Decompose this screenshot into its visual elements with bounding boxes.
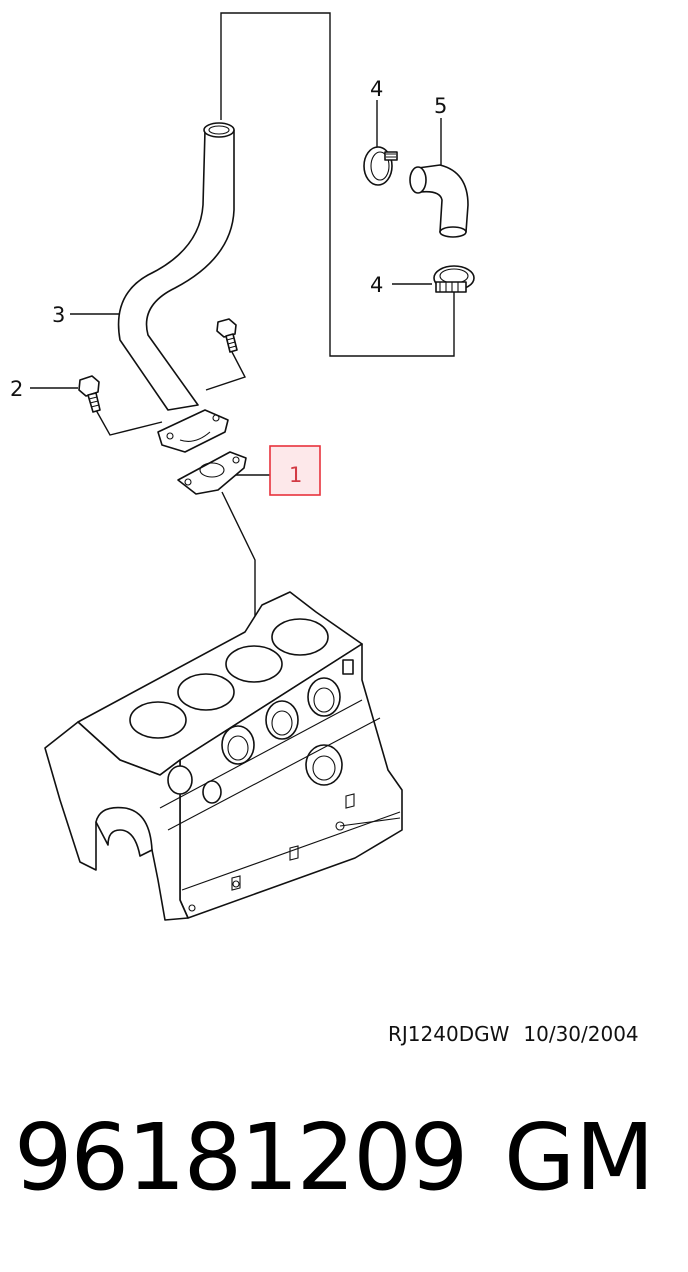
- clamp-part: [433, 265, 475, 293]
- manufacturer-name: GM: [504, 1104, 655, 1211]
- bolt-part: [78, 318, 238, 413]
- drawing-reference: RJ1240DGW 10/30/2004: [388, 1022, 639, 1046]
- part-number: 96181209: [14, 1104, 468, 1211]
- callout-label-3[interactable]: 3: [52, 303, 65, 327]
- leader-lines: [30, 12, 455, 628]
- hose-part: [409, 164, 469, 238]
- callout-label-5[interactable]: 5: [434, 94, 447, 118]
- callout-highlight-box: [269, 445, 321, 496]
- callout-label-4-upper[interactable]: 4: [370, 77, 383, 101]
- callout-labels: 1 2 3 4 4 5: [10, 77, 447, 496]
- engine-block: [44, 591, 403, 921]
- drawing-code: RJ1240DGW: [388, 1022, 510, 1046]
- gasket-part: [177, 451, 247, 495]
- callout-label-2[interactable]: 2: [10, 377, 23, 401]
- callout-label-4-lower[interactable]: 4: [370, 273, 383, 297]
- pipe-part: [117, 122, 235, 453]
- drawing-date: 10/30/2004: [523, 1022, 639, 1046]
- clamp-part: [363, 146, 398, 186]
- callout-label-1[interactable]: 1: [289, 463, 302, 487]
